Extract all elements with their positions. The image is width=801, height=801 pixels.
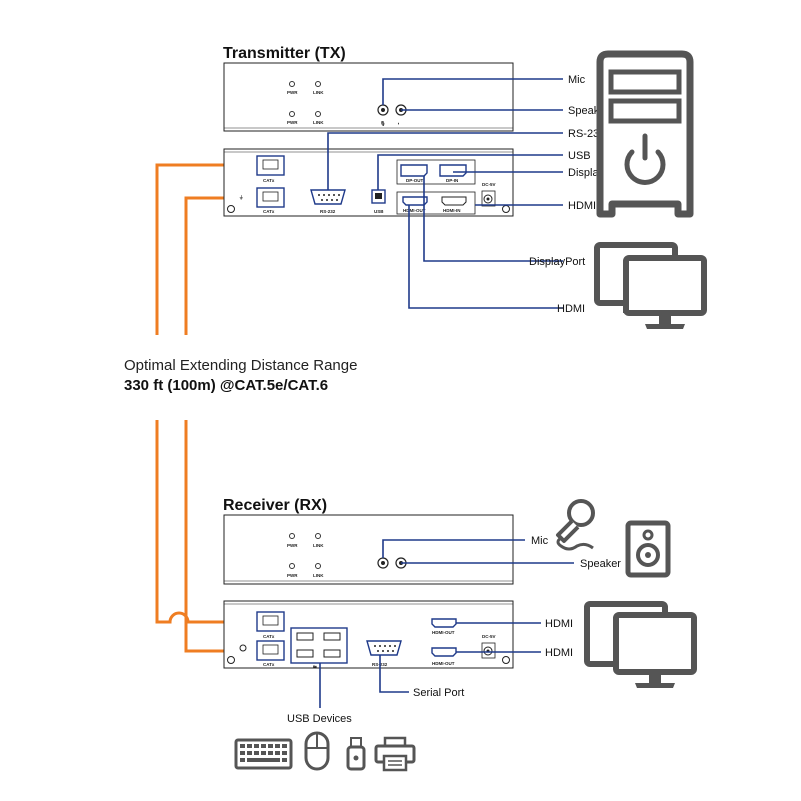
- led-label: LINK: [313, 573, 324, 578]
- led-label: LINK: [313, 120, 324, 125]
- svg-text:HDMI-IN: HDMI-IN: [443, 208, 461, 213]
- svg-text:🎙: 🎙: [380, 121, 386, 127]
- svg-text:◖: ◖: [397, 121, 400, 126]
- tx-dp-in-port: [439, 164, 467, 177]
- monitor-icon: [584, 601, 697, 688]
- svg-text:DP-IN: DP-IN: [446, 178, 458, 183]
- led-icon: [289, 533, 295, 539]
- svg-text:RS-232: RS-232: [320, 209, 336, 214]
- speaker-icon: [625, 520, 671, 578]
- rx-front-panel: PWR LINK PWR LINK: [223, 514, 514, 585]
- tx-hdmi-in-port: [441, 196, 467, 206]
- tx-connector-lines: [327, 78, 563, 309]
- keyboard-icon: [234, 738, 293, 770]
- svg-text:DC-5V: DC-5V: [482, 182, 496, 187]
- screw-icon: [227, 656, 235, 664]
- tx-title: Transmitter (TX): [223, 45, 346, 62]
- monitor-icon: [594, 242, 707, 329]
- led-icon: [289, 563, 295, 569]
- led-icon: [315, 533, 321, 539]
- led-label: PWR: [287, 543, 298, 548]
- svg-text:HDMI-OUT: HDMI-OUT: [432, 630, 455, 635]
- tx-dp-out-port: [400, 164, 428, 177]
- rx-usb-devices-label: USB Devices: [287, 713, 352, 725]
- rx-hdmi-1-label: HDMI: [545, 618, 573, 630]
- tx-rear-panel: CATx CATx ⏚ RS-232 USB DP-OUT DP-IN HDMI…: [223, 148, 514, 217]
- svg-text:⏚: ⏚: [239, 194, 244, 201]
- tx-hdmi-pc-label: HDMI: [568, 200, 596, 212]
- tx-front-panel: PWR LINK PWR LINK 🎙 ◖: [223, 62, 514, 132]
- tx-mic-label: Mic: [568, 74, 586, 86]
- svg-text:CATx: CATx: [263, 634, 275, 639]
- led-label: PWR: [287, 573, 298, 578]
- svg-text:HDMI-OUT: HDMI-OUT: [403, 208, 426, 213]
- mouse-icon: [304, 731, 330, 771]
- distance-heading: Optimal Extending Distance Range: [124, 357, 357, 374]
- tx-rs232-port: [310, 189, 346, 205]
- led-label: LINK: [313, 543, 324, 548]
- rx-rear-panel: CATx CATx ⇆ RS-232 HDMI-OUT HDMI-OUT DC-…: [223, 600, 514, 670]
- led-icon: [289, 81, 295, 87]
- rx-serial-label: Serial Port: [413, 687, 464, 699]
- usb-drive-icon: [346, 737, 366, 771]
- distance-value: 330 ft (100m) @CAT.5e/CAT.6: [124, 377, 328, 394]
- rx-title: Receiver (RX): [223, 497, 327, 514]
- led-label: LINK: [313, 90, 324, 95]
- led-icon: [315, 563, 321, 569]
- tx-usb-label: USB: [568, 150, 591, 162]
- screw-icon: [502, 205, 510, 213]
- led-label: PWR: [287, 120, 298, 125]
- led-label: PWR: [287, 90, 298, 95]
- svg-text:USB: USB: [374, 209, 384, 214]
- svg-text:CATx: CATx: [263, 178, 275, 183]
- rx-hdmi-out-port-2: [431, 647, 457, 657]
- tx-rs232-label: RS-232: [568, 128, 605, 140]
- led-icon: [289, 111, 295, 117]
- rx-mic-label: Mic: [531, 535, 549, 547]
- led-icon: [315, 81, 321, 87]
- svg-text:CATx: CATx: [263, 209, 275, 214]
- rx-hdmi-out-port-1: [431, 618, 457, 628]
- printer-icon: [374, 736, 416, 772]
- tx-hdmi-monitor-label: HDMI: [557, 303, 585, 315]
- svg-text:DC-5V: DC-5V: [482, 634, 496, 639]
- rx-hdmi-2-label: HDMI: [545, 647, 573, 659]
- rx-rs232-port: [366, 640, 402, 656]
- svg-text:CATx: CATx: [263, 662, 275, 667]
- svg-text:⇆: ⇆: [313, 663, 318, 670]
- tx-displayport-monitor-label: DisplayPort: [529, 256, 585, 268]
- microphone-icon: [556, 499, 595, 551]
- rx-speaker-label: Speaker: [580, 558, 621, 570]
- screw-icon: [502, 656, 510, 664]
- svg-text:HDMI-OUT: HDMI-OUT: [432, 661, 455, 666]
- screw-icon: [227, 205, 235, 213]
- led-icon: [315, 111, 321, 117]
- svg-text:DP-OUT: DP-OUT: [406, 178, 423, 183]
- pc-tower-icon: [596, 50, 694, 218]
- rx-connector-lines: [319, 539, 574, 708]
